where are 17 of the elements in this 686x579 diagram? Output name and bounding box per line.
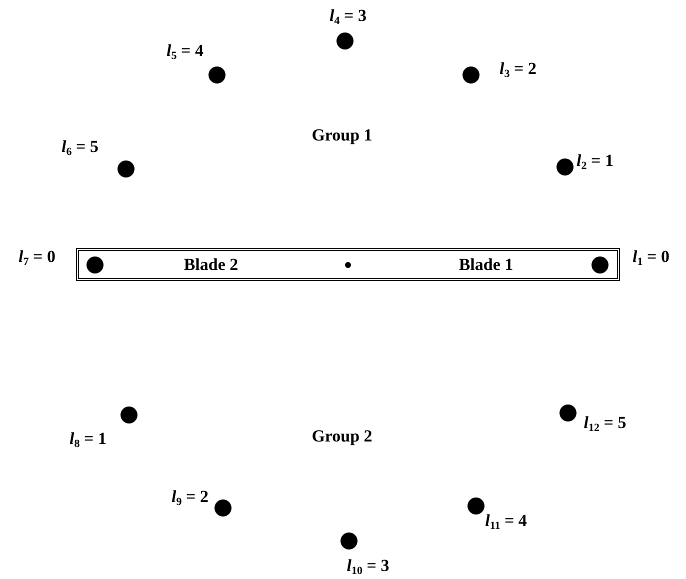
blade-label: Blade 2 [184, 254, 238, 274]
blade-bar [76, 248, 620, 281]
position-label: l$_{11}$ = 4 [485, 512, 527, 532]
position-label: l$_{4}$ = 3 [330, 7, 366, 27]
position-label: l$_{8}$ = 1 [70, 430, 106, 450]
group-label: Group 1 [312, 126, 372, 144]
position-label: l$_{7}$ = 0 [18, 248, 56, 268]
position-label: l$_{9}$ = 2 [172, 488, 208, 508]
position-label: l$_{6}$ = 5 [62, 138, 98, 158]
position-label: l$_{3}$ = 2 [500, 60, 536, 80]
group-label: Group 2 [312, 428, 372, 444]
position-label: l$_{10}$ = 3 [346, 557, 390, 577]
position-label: l$_{1}$ = 0 [632, 248, 670, 268]
position-label: l$_{12}$ = 5 [584, 414, 626, 434]
position-label: l$_{2}$ = 1 [576, 152, 614, 172]
blade-label: Blade 1 [458, 254, 514, 274]
position-label: l$_{5}$ = 4 [166, 42, 204, 62]
